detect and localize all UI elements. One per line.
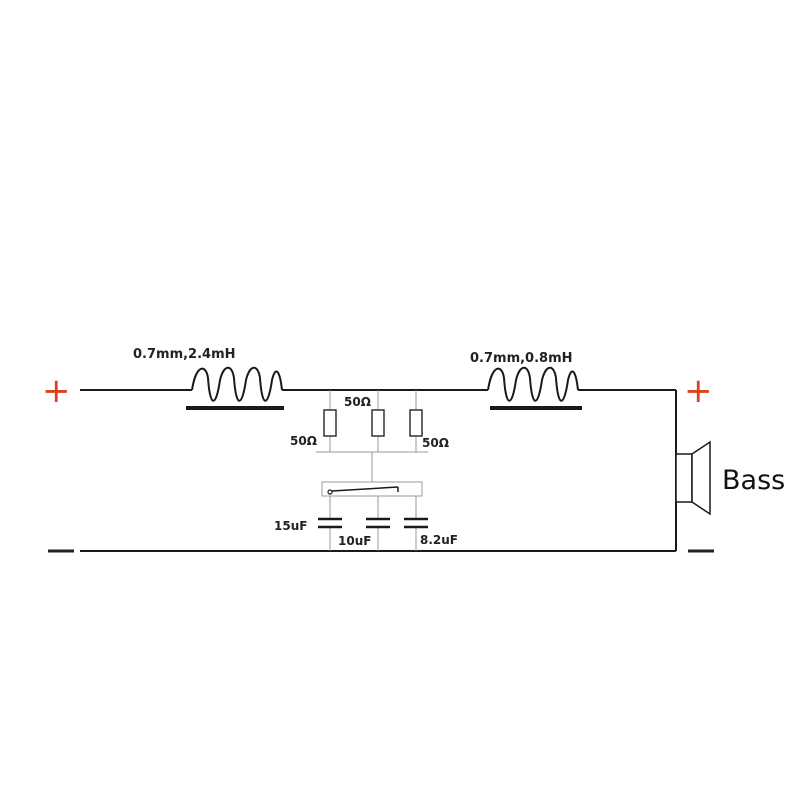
capacitor-label-1: 15uF — [274, 519, 307, 533]
capacitor-2 — [366, 517, 390, 529]
resistors — [323, 409, 423, 437]
capacitor-label-2: 10uF — [338, 534, 371, 548]
inductor-1 — [186, 366, 284, 410]
resistor-2 — [371, 409, 385, 437]
capacitor-label-3: 8.2uF — [420, 533, 458, 547]
capacitor-network — [329, 496, 417, 551]
selector-switch — [321, 481, 423, 497]
resistor-3 — [409, 409, 423, 437]
inductor-2-label: 0.7mm,0.8mH — [470, 351, 573, 366]
inductor-1-label: 0.7mm,2.4mH — [133, 347, 236, 362]
inductor-2 — [487, 366, 582, 410]
resistor-network — [316, 390, 428, 482]
resistor-label-top: 50Ω — [344, 395, 371, 409]
right-plus-terminal: + — [684, 371, 713, 411]
speaker-label: Bass — [722, 465, 785, 496]
speaker-icon — [675, 440, 711, 516]
capacitor-3 — [404, 517, 428, 529]
resistor-label-left: 50Ω — [290, 434, 317, 448]
capacitor-1 — [318, 517, 342, 529]
resistor-1 — [323, 409, 337, 437]
capacitors — [318, 517, 428, 529]
left-plus-terminal: + — [42, 371, 71, 411]
resistor-label-right: 50Ω — [422, 436, 449, 450]
